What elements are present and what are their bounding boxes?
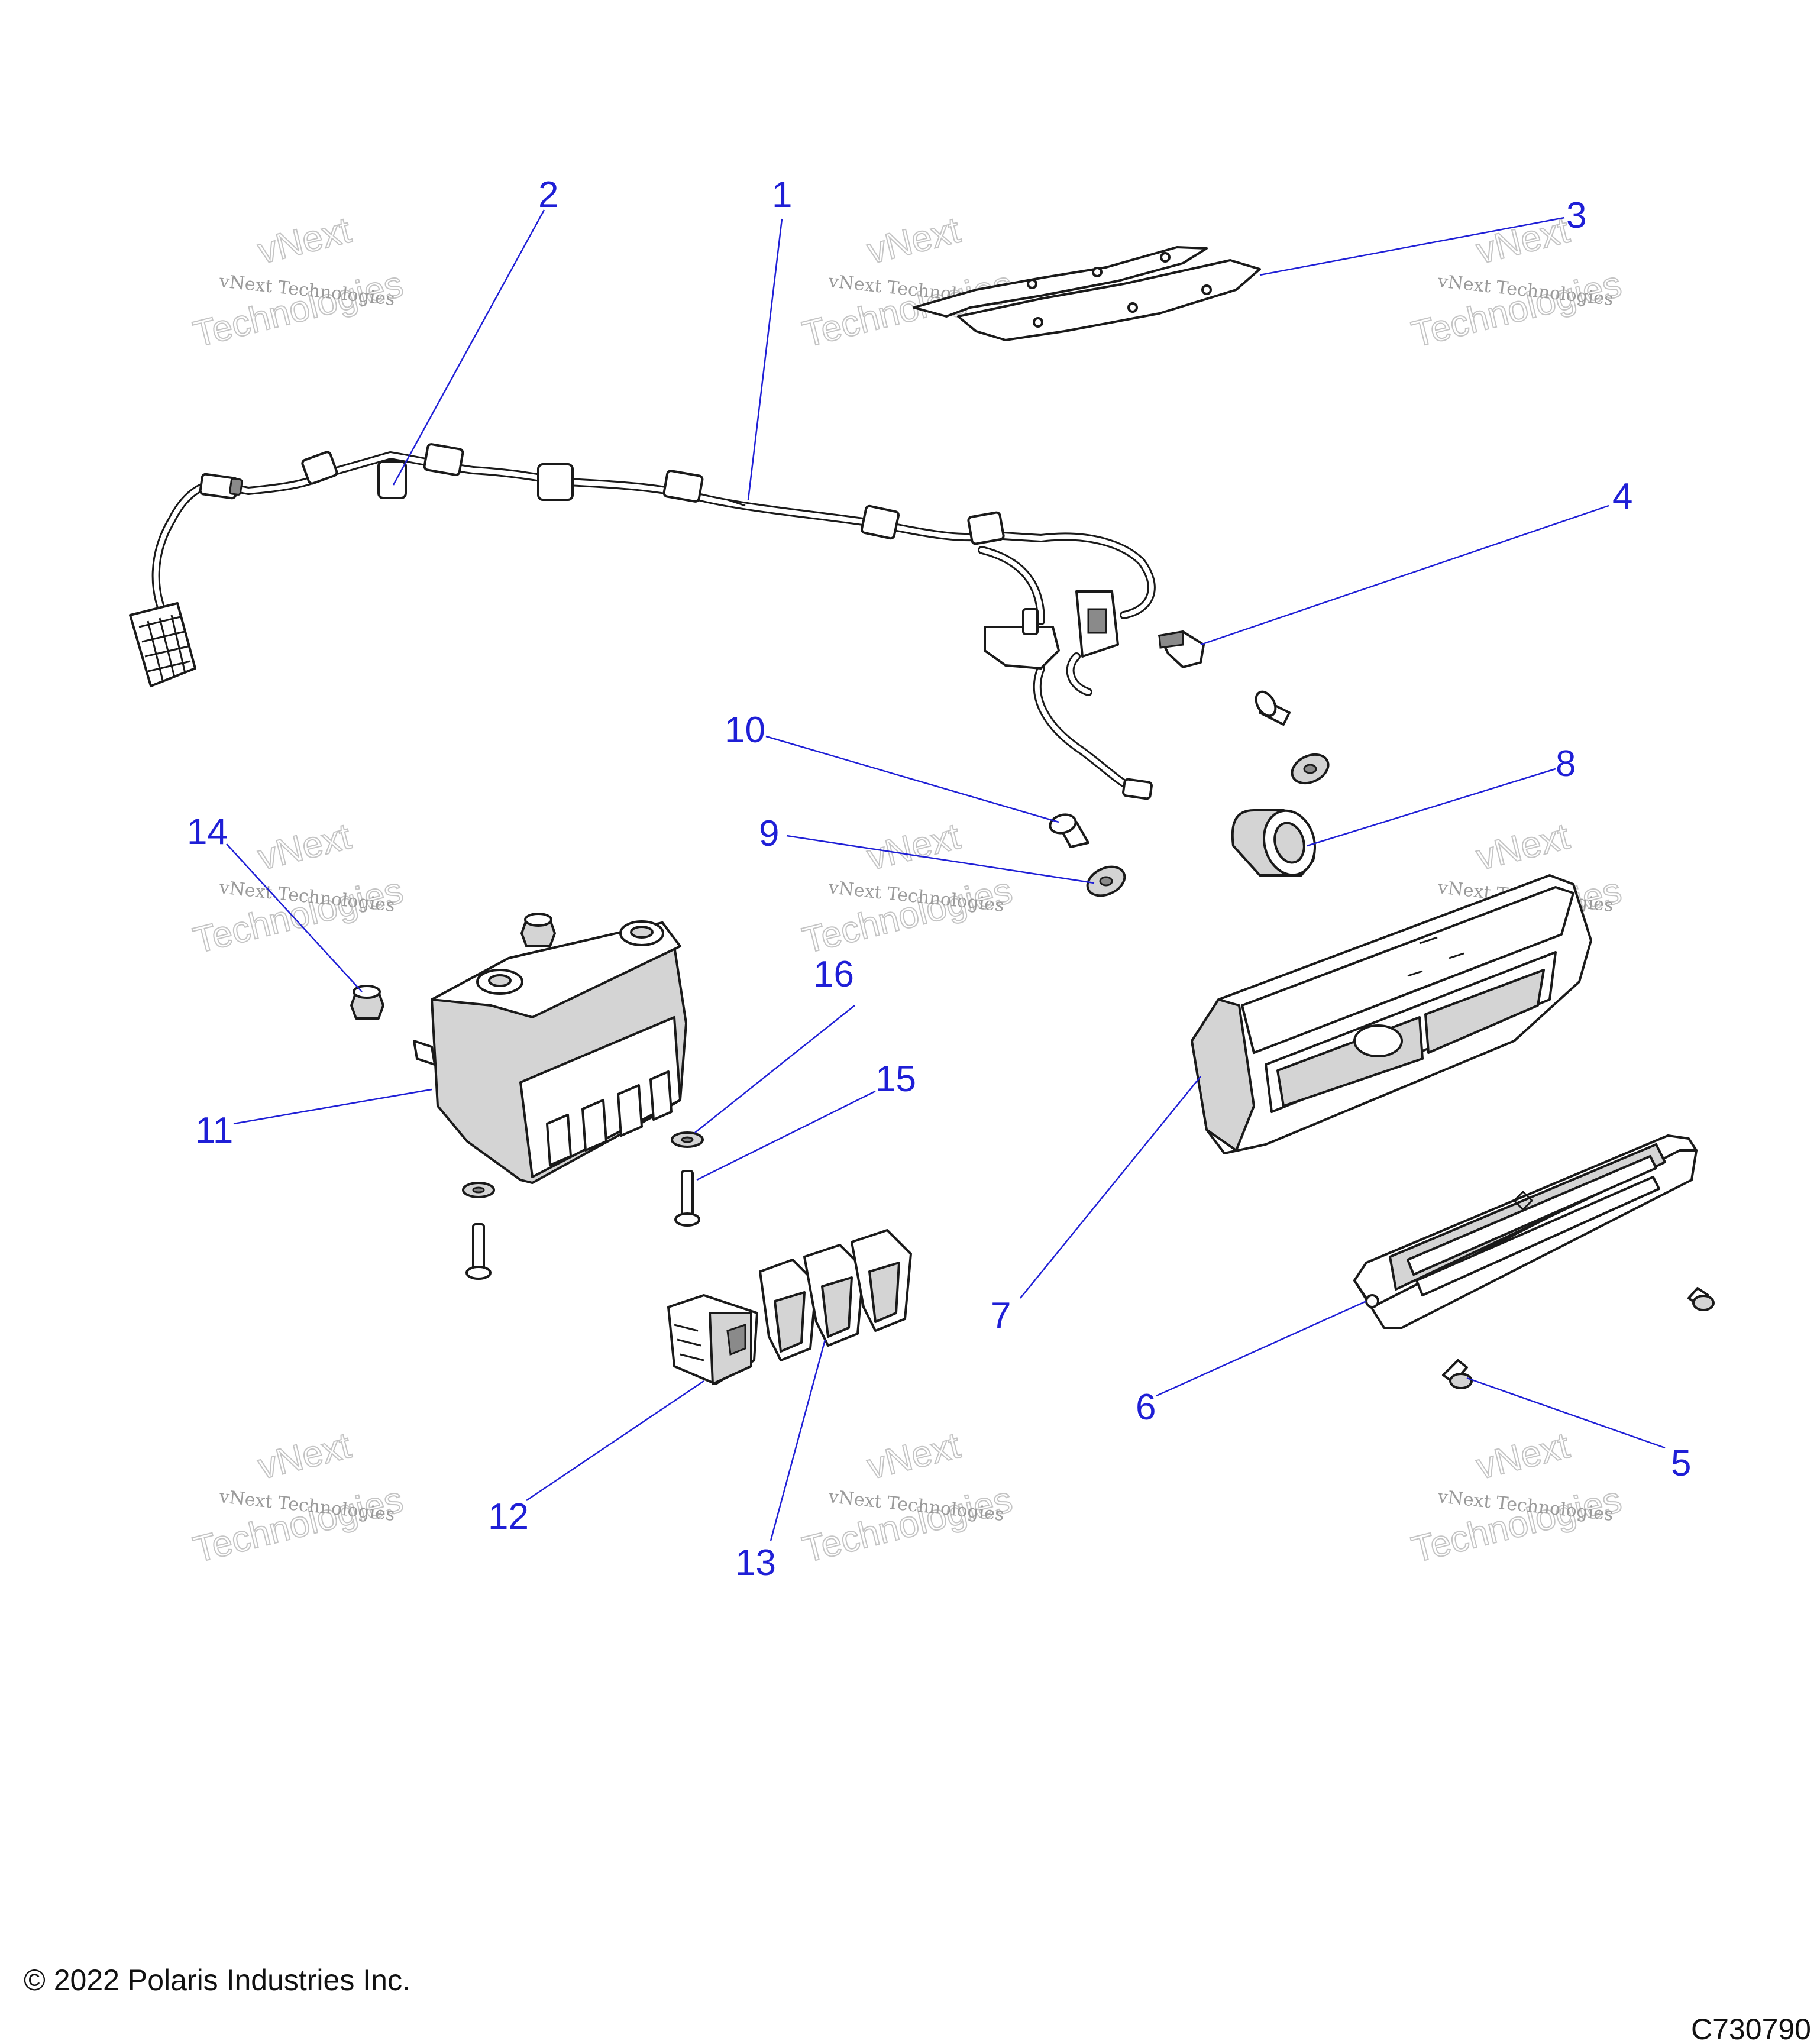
watermark-grid: vNext Technologies vNext Technologies vN… bbox=[189, 209, 1626, 1571]
leader-5 bbox=[1466, 1377, 1666, 1449]
harness-fuse-holder bbox=[984, 626, 1060, 670]
figure-id: C730790 bbox=[1691, 2013, 1811, 2044]
leader-lines bbox=[226, 209, 1666, 1541]
watermark: vNext Technologies vNext Technologies bbox=[189, 1425, 408, 1571]
callout-10: 10 bbox=[725, 710, 765, 751]
switch-part bbox=[667, 1294, 758, 1385]
leader-7 bbox=[1020, 1076, 1201, 1299]
leader-15 bbox=[696, 1090, 876, 1181]
harness-connector-main bbox=[129, 602, 196, 687]
washer-part bbox=[1086, 865, 1126, 897]
watermark: vNext Technologies vNext Technologies bbox=[798, 1425, 1017, 1571]
leader-6 bbox=[1156, 1300, 1367, 1397]
svg-text:vNext: vNext bbox=[863, 816, 964, 878]
nut-part bbox=[350, 913, 556, 1020]
callout-3: 3 bbox=[1566, 195, 1586, 236]
leader-13 bbox=[770, 1339, 826, 1541]
wire-harness-part bbox=[129, 443, 1156, 800]
callout-labels: 1 2 3 4 5 6 7 8 9 10 11 12 13 14 15 16 bbox=[187, 174, 1691, 1583]
leader-2 bbox=[392, 209, 545, 486]
leader-3 bbox=[1259, 216, 1565, 276]
screw-part bbox=[1442, 1287, 1715, 1389]
bezel-cover-part bbox=[1353, 1134, 1698, 1329]
callout-4: 4 bbox=[1612, 476, 1632, 517]
leader-9 bbox=[786, 835, 1095, 884]
leader-12 bbox=[526, 1380, 704, 1502]
callout-11: 11 bbox=[195, 1110, 233, 1151]
svg-text:vNext: vNext bbox=[1472, 816, 1573, 878]
watermark: vNext Technologies vNext Technologies bbox=[1407, 209, 1626, 356]
leader-1 bbox=[747, 218, 783, 500]
callout-12: 12 bbox=[488, 1496, 529, 1537]
leader-11 bbox=[233, 1088, 432, 1125]
watermark: vNext Technologies vNext Technologies bbox=[189, 209, 408, 356]
svg-text:vNext: vNext bbox=[1472, 1425, 1573, 1487]
callout-7: 7 bbox=[991, 1295, 1011, 1336]
bolt-washer-part bbox=[1255, 690, 1330, 785]
switch-caps-part bbox=[759, 1229, 912, 1361]
callout-14: 14 bbox=[187, 811, 228, 852]
leader-16 bbox=[694, 1005, 855, 1133]
callout-16: 16 bbox=[813, 954, 854, 995]
svg-text:vNext: vNext bbox=[863, 1425, 964, 1487]
callout-2: 2 bbox=[538, 174, 558, 215]
bracket-part bbox=[413, 920, 687, 1184]
leader-10 bbox=[765, 735, 1059, 823]
svg-text:vNext: vNext bbox=[863, 210, 964, 272]
grommet-ring-part bbox=[1231, 809, 1316, 877]
leader-14 bbox=[226, 843, 363, 992]
callout-9: 9 bbox=[759, 813, 779, 854]
switch-housing-part bbox=[1191, 874, 1592, 1154]
washers-part bbox=[462, 1131, 704, 1198]
watermark: vNext Technologies vNext Technologies bbox=[798, 816, 1017, 962]
callout-6: 6 bbox=[1136, 1387, 1156, 1428]
copyright-notice: © 2022 Polaris Industries Inc. bbox=[24, 1964, 410, 1997]
leader-4 bbox=[1200, 504, 1609, 646]
leader-8 bbox=[1307, 768, 1556, 847]
bolt-part bbox=[1049, 813, 1089, 848]
bolts-part bbox=[465, 1170, 700, 1280]
watermark: vNext Technologies vNext Technologies bbox=[1407, 1425, 1626, 1571]
callout-8: 8 bbox=[1556, 743, 1576, 784]
mounting-plate-part bbox=[913, 246, 1261, 341]
clip-part bbox=[1158, 630, 1205, 668]
svg-text:vNext: vNext bbox=[254, 210, 354, 272]
svg-text:vNext: vNext bbox=[254, 1425, 354, 1487]
callout-13: 13 bbox=[735, 1542, 776, 1583]
callout-15: 15 bbox=[875, 1059, 916, 1099]
svg-text:vNext: vNext bbox=[254, 816, 354, 878]
callout-1: 1 bbox=[772, 174, 792, 215]
callout-5: 5 bbox=[1671, 1443, 1691, 1484]
